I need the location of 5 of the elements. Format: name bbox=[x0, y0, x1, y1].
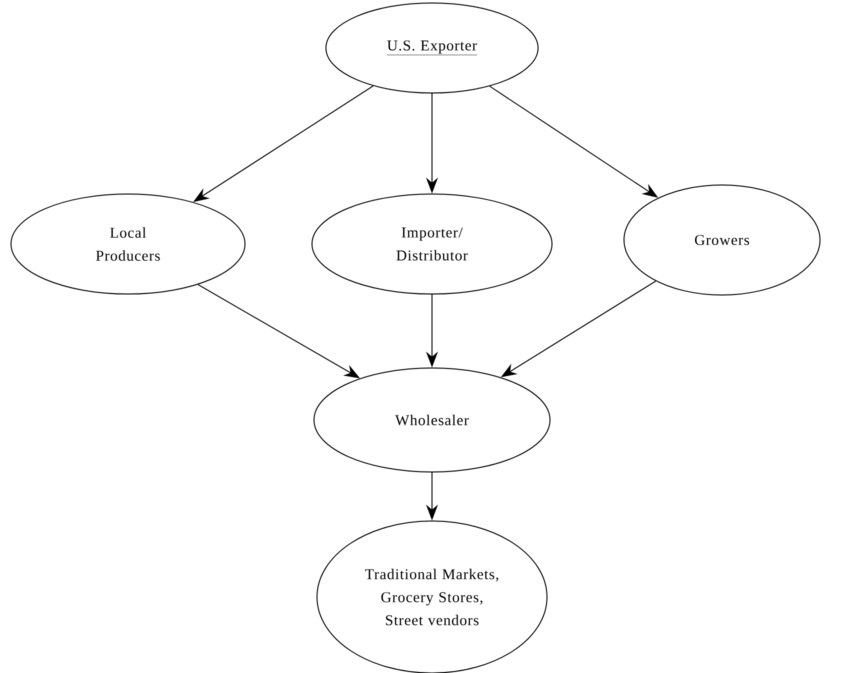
ellipse-node: Local Producers bbox=[10, 194, 246, 294]
ellipse-node: Importer/ Distributor bbox=[312, 194, 552, 294]
ellipse-node: Growers bbox=[624, 184, 820, 296]
ellipse-node: Wholesaler bbox=[314, 368, 550, 472]
ellipse-node: U.S. Exporter bbox=[325, 2, 539, 94]
